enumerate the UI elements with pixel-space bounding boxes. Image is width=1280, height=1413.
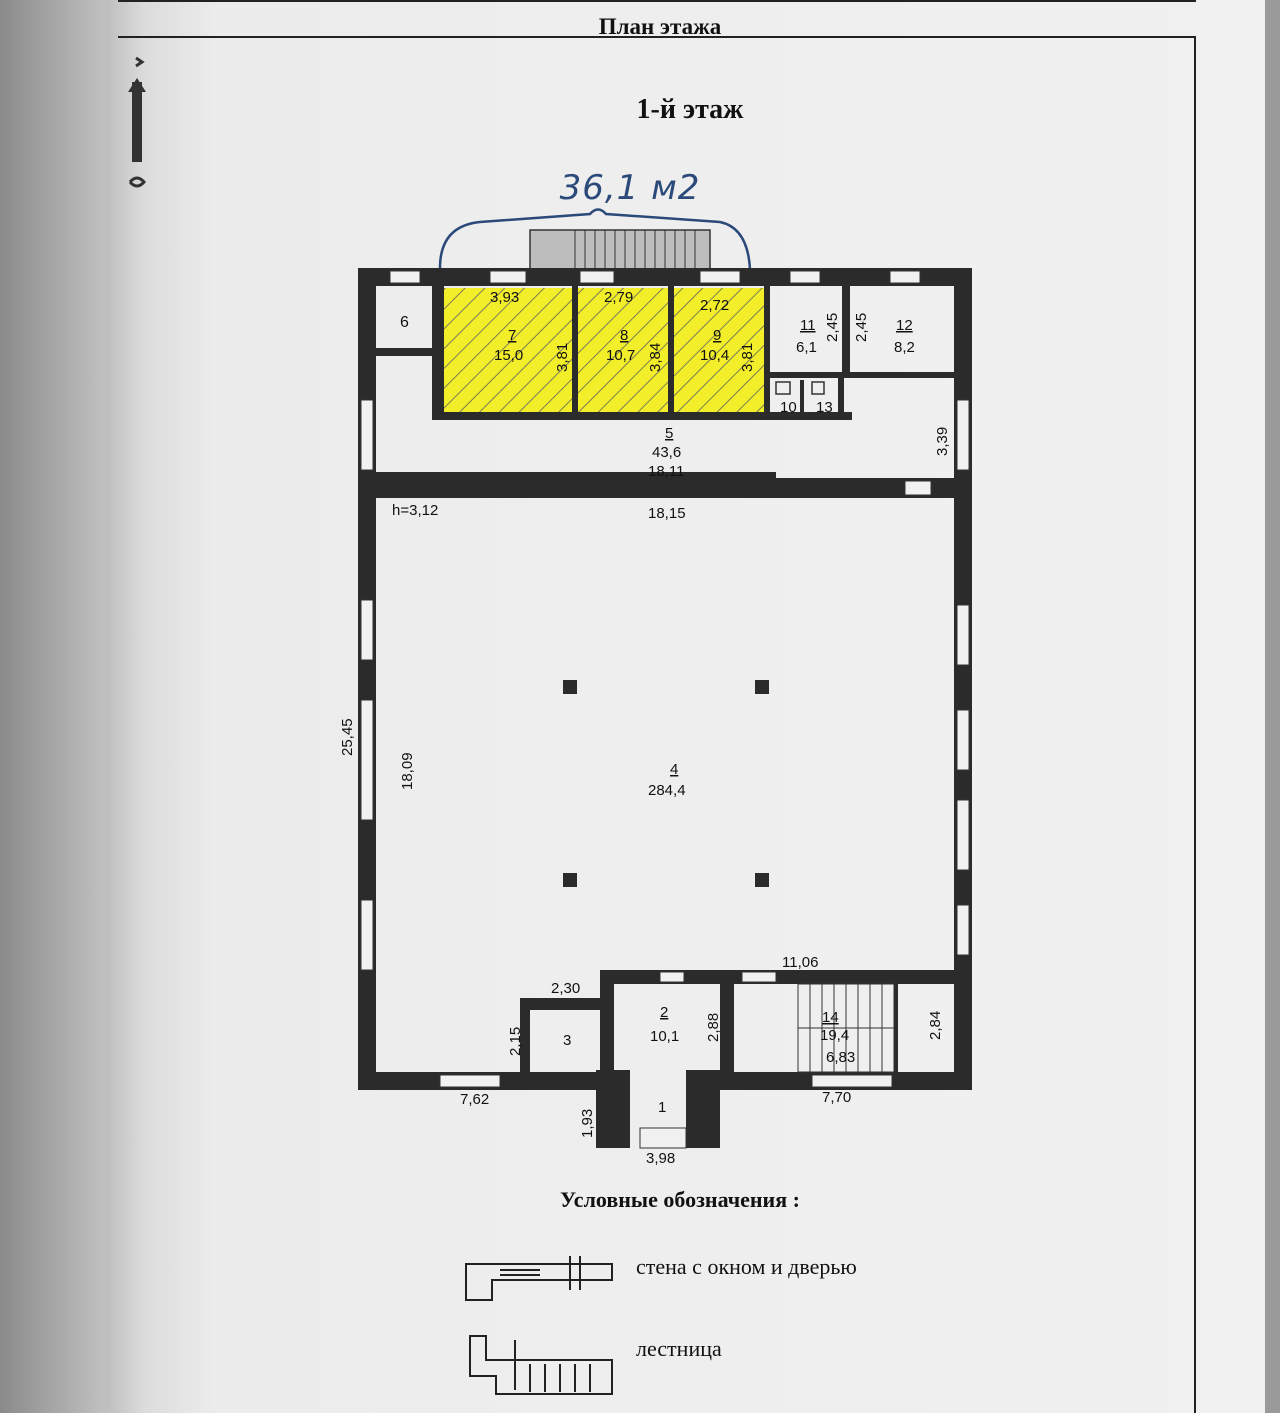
dim-r7-width: 3,93 bbox=[490, 289, 519, 306]
dim-r5-depth: 3,39 bbox=[934, 427, 951, 456]
windows bbox=[360, 270, 970, 1088]
room-5-number: 5 bbox=[665, 425, 673, 442]
room-9-number: 9 bbox=[713, 327, 721, 344]
bottom-room-walls bbox=[520, 970, 954, 1148]
room-6-walls bbox=[376, 286, 444, 418]
room-14-area: 19,4 bbox=[820, 1027, 849, 1044]
room-3-number: 3 bbox=[563, 1032, 571, 1049]
frame-top-edge-line bbox=[118, 0, 1196, 2]
dim-r14-depth: 2,84 bbox=[927, 1011, 944, 1040]
room-2-area: 10,1 bbox=[650, 1028, 679, 1045]
room-12-area: 8,2 bbox=[894, 339, 915, 356]
dim-r2-depth: 2,88 bbox=[705, 1013, 722, 1042]
wc-fixtures bbox=[775, 381, 825, 395]
room-1-number: 1 bbox=[658, 1099, 666, 1116]
legend-wall-symbol bbox=[465, 1256, 613, 1301]
room-12-number: 12 bbox=[896, 317, 913, 334]
legend-title: Условные обозначения : bbox=[560, 1187, 800, 1212]
dim-r11-depth: 2,45 bbox=[824, 313, 841, 342]
dim-overall-height: 25,45 bbox=[339, 718, 356, 756]
room-7-area: 15,0 bbox=[494, 347, 523, 364]
frame-title-line bbox=[118, 36, 1196, 38]
room-5-area: 43,6 bbox=[652, 444, 681, 461]
room-2-number: 2 bbox=[660, 1004, 668, 1021]
room-13-number: 13 bbox=[816, 399, 833, 416]
legend-label-wall: стена с окном и дверью bbox=[636, 1254, 857, 1279]
page-right-edge bbox=[1265, 0, 1280, 1413]
dim-r14-length: 11,06 bbox=[782, 954, 818, 971]
dim-ceiling-height: h=3,12 bbox=[392, 502, 438, 519]
room-6-number: 6 bbox=[400, 314, 409, 331]
dim-r7-depth: 3,81 bbox=[554, 343, 571, 372]
dim-r4-depth: 18,09 bbox=[399, 752, 416, 790]
floor-title: 1-й этаж bbox=[636, 94, 744, 125]
dim-r3-depth: 2,15 bbox=[507, 1027, 524, 1056]
handwritten-brace bbox=[438, 208, 752, 271]
dim-r5-length: 18,11 bbox=[648, 463, 684, 480]
bottom-windows bbox=[639, 971, 777, 1149]
room-9-area: 10,4 bbox=[700, 347, 729, 364]
frame-right-line bbox=[1194, 36, 1196, 1413]
staircase-14 bbox=[797, 983, 895, 1073]
room-11-area: 6,1 bbox=[796, 339, 817, 356]
dim-r12-depth: 2,45 bbox=[853, 313, 870, 342]
dim-r4-length: 18,15 bbox=[648, 505, 686, 522]
highlighted-rooms bbox=[444, 288, 764, 412]
room-7-number: 7 bbox=[508, 327, 516, 344]
room-4-area: 284,4 bbox=[648, 782, 686, 799]
room-8-area: 10,7 bbox=[606, 347, 635, 364]
room-8-number: 8 bbox=[620, 327, 628, 344]
room-10-number: 10 bbox=[780, 399, 797, 416]
handwritten-area-note: 36,1 м2 bbox=[559, 168, 701, 208]
legend-label-stair: лестница bbox=[636, 1336, 722, 1361]
dim-r3-width: 2,30 bbox=[551, 980, 580, 997]
hall-columns bbox=[563, 680, 769, 887]
dim-r14-inner: 6,83 bbox=[826, 1049, 855, 1066]
dim-r1-depth: 1,93 bbox=[579, 1109, 596, 1138]
sheet-title: План этажа bbox=[598, 14, 722, 39]
dim-bottom-left: 7,62 bbox=[460, 1091, 489, 1108]
legend-stair-symbol bbox=[469, 1335, 613, 1395]
room-14-number: 14 bbox=[822, 1009, 839, 1026]
binder-marks bbox=[128, 56, 146, 188]
room-11-number: 11 bbox=[800, 317, 816, 334]
dim-r8-depth: 3,84 bbox=[647, 343, 664, 372]
dim-r1-width: 3,98 bbox=[646, 1150, 675, 1167]
room-4-number: 4 bbox=[670, 761, 678, 778]
office-walls bbox=[432, 286, 954, 420]
dim-r8-width: 2,79 bbox=[604, 289, 633, 306]
dim-bottom-right: 7,70 bbox=[822, 1089, 851, 1106]
partition-wall-corridor bbox=[376, 478, 954, 498]
dim-r9-width: 2,72 bbox=[700, 297, 729, 314]
dim-r9-depth: 3,81 bbox=[739, 343, 756, 372]
